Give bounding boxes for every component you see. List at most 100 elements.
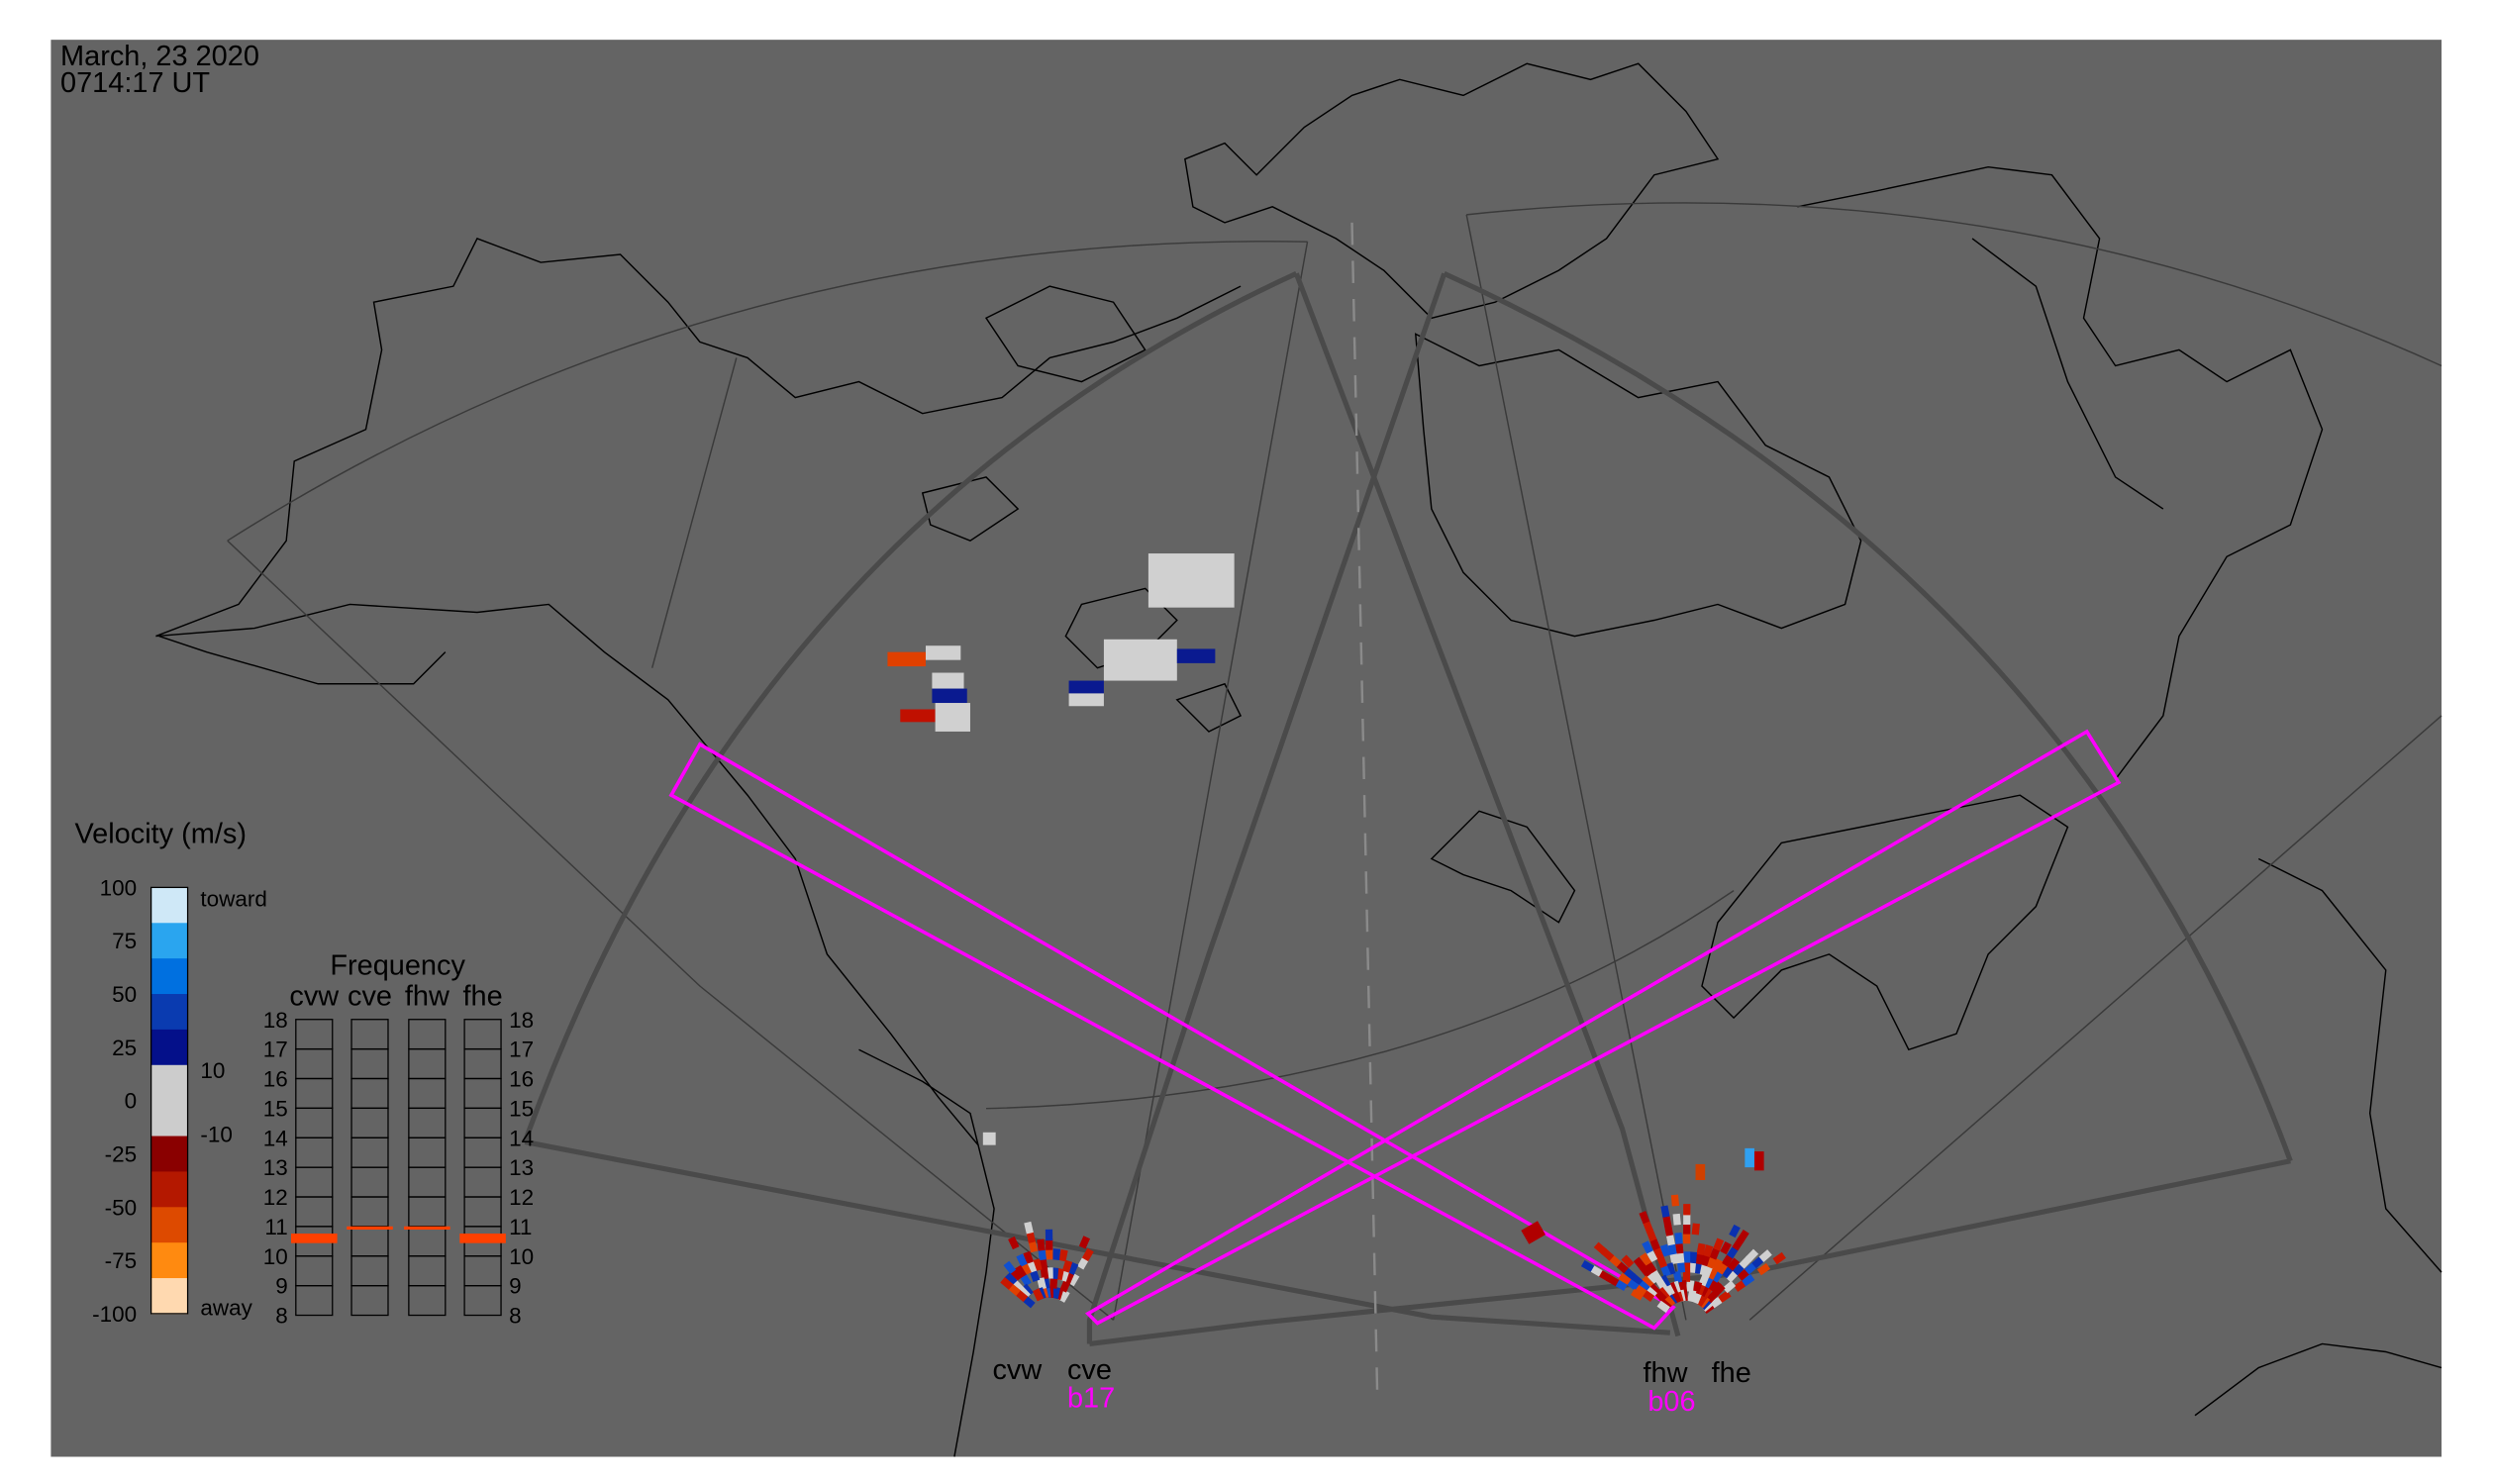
echo-cell [1665,1233,1675,1246]
frequency-tick-left: 13 [263,1155,288,1180]
date-label: March, 23 2020 [60,41,259,72]
echo-cell [1672,1270,1683,1284]
echo-cell [1078,1236,1090,1249]
frequency-tick-right: 18 [509,1008,534,1033]
fh-radar-fan [1580,1194,1786,1314]
echo-cell [1683,1232,1691,1244]
echo-cell [1641,1275,1654,1289]
echo-cell [1729,1224,1741,1238]
echo-cell [1045,1238,1053,1250]
colorbar-segment [150,1242,188,1279]
beam-label-b17: b17 [1067,1383,1115,1415]
echo-cell [1672,1213,1681,1226]
echo-cell [1004,1272,1018,1286]
echo-cell [1016,1253,1028,1267]
colorbar-segment [150,994,188,1031]
echo-cell [1683,1213,1691,1225]
frequency-tick-right: 16 [509,1067,534,1092]
echo-cell [1746,1248,1759,1262]
time-label: 0714:17 UT [60,67,210,99]
frequency-tick-left: 9 [275,1274,288,1299]
frequency-cell [295,1285,334,1317]
colorbar-segment [150,1029,188,1066]
echo-cell [1658,1274,1671,1288]
echo-cell [1675,1241,1684,1254]
echo-cell [1081,1247,1094,1262]
echo-cell [1691,1223,1700,1236]
echo-cell [1674,1233,1683,1244]
echo-cell [1670,1194,1680,1207]
echo-cell [1703,1244,1714,1258]
echo-cell [1727,1257,1741,1271]
echo-cell [1618,1272,1632,1286]
frequency-tick-left: 15 [263,1096,288,1121]
echo-cell [1694,1252,1704,1265]
echo-cell [1687,1289,1697,1303]
echo-cell [1659,1243,1671,1257]
colorbar-tick-label: -75 [105,1248,138,1273]
radar-label-cvw: cvw [992,1354,1042,1386]
echo-cell [1032,1288,1045,1302]
colorbar-tick-label: 100 [100,875,138,900]
colorbar-segment [150,1207,188,1243]
beam-b17-outline [1084,729,2122,1326]
echo-cell [1709,1280,1723,1294]
colorbar-tick-label: 50 [112,982,137,1007]
echo-cell [1028,1239,1039,1253]
echo-cell [1678,1280,1687,1292]
echo-cell [1633,1256,1646,1270]
echo-cell [1049,1276,1058,1289]
echo-cell [1580,1259,1595,1272]
colorbar-segment [150,1100,188,1138]
fov-outlines [227,202,2443,1400]
frequency-tick-left: 8 [275,1304,288,1329]
radar-label-cve: cve [1067,1354,1112,1386]
echo-cell [1000,1277,1014,1290]
echo-cell [1669,1251,1679,1265]
frequency-column-label-cvw: cvw [289,980,339,1012]
frequency-tick-left: 17 [263,1038,288,1062]
frequency-cell [408,1285,447,1317]
echo-cell [1676,1251,1685,1264]
echo-cell [1631,1288,1645,1301]
echo-cell [1045,1229,1053,1241]
colorbar-segment [150,1171,188,1209]
echo-cell [1692,1281,1703,1294]
coastlines [155,62,2443,1457]
colorbar-threshold-neg: -10 [200,1122,233,1146]
echo-cell [1656,1300,1670,1314]
frequency-tick-left: 16 [263,1067,288,1092]
colorbar-segment [150,1064,188,1102]
echo-cell [1676,1260,1686,1273]
frequency-cell [350,1285,389,1317]
echo-cell [1696,1242,1706,1256]
echo-cell [1593,1241,1608,1255]
frequency-title: Frequency [330,950,465,982]
selected-beams [668,729,2122,1331]
echo-cell [1756,1262,1771,1276]
echo-cell [1663,1224,1674,1237]
frequency-tick-left: 18 [263,1008,288,1033]
frequency-tick-right: 9 [509,1274,522,1299]
frequency-cell [463,1285,502,1317]
echo-cell [1061,1259,1073,1273]
echo-cell [1021,1283,1034,1297]
echo-cell [1037,1277,1047,1290]
frequency-column-label-fhw: fhw [405,980,449,1012]
echo-cell [1024,1221,1034,1235]
echo-cell [1642,1240,1653,1254]
frequency-tick-left: 10 [263,1244,288,1269]
frequency-column-label-fhe: fhe [462,980,502,1012]
echo-cell [1685,1280,1695,1292]
echo-cell [1713,1237,1725,1251]
echo-cell [1038,1248,1047,1261]
colorbar-threshold-pos: 10 [200,1058,225,1083]
echo-cell [1640,1252,1652,1266]
frequency-marker-fhw [404,1226,450,1230]
echo-cell [1758,1249,1772,1262]
radar-label-fhw: fhw [1644,1357,1688,1389]
echo-patches [887,553,1764,1244]
colorbar-segment [150,1136,188,1173]
